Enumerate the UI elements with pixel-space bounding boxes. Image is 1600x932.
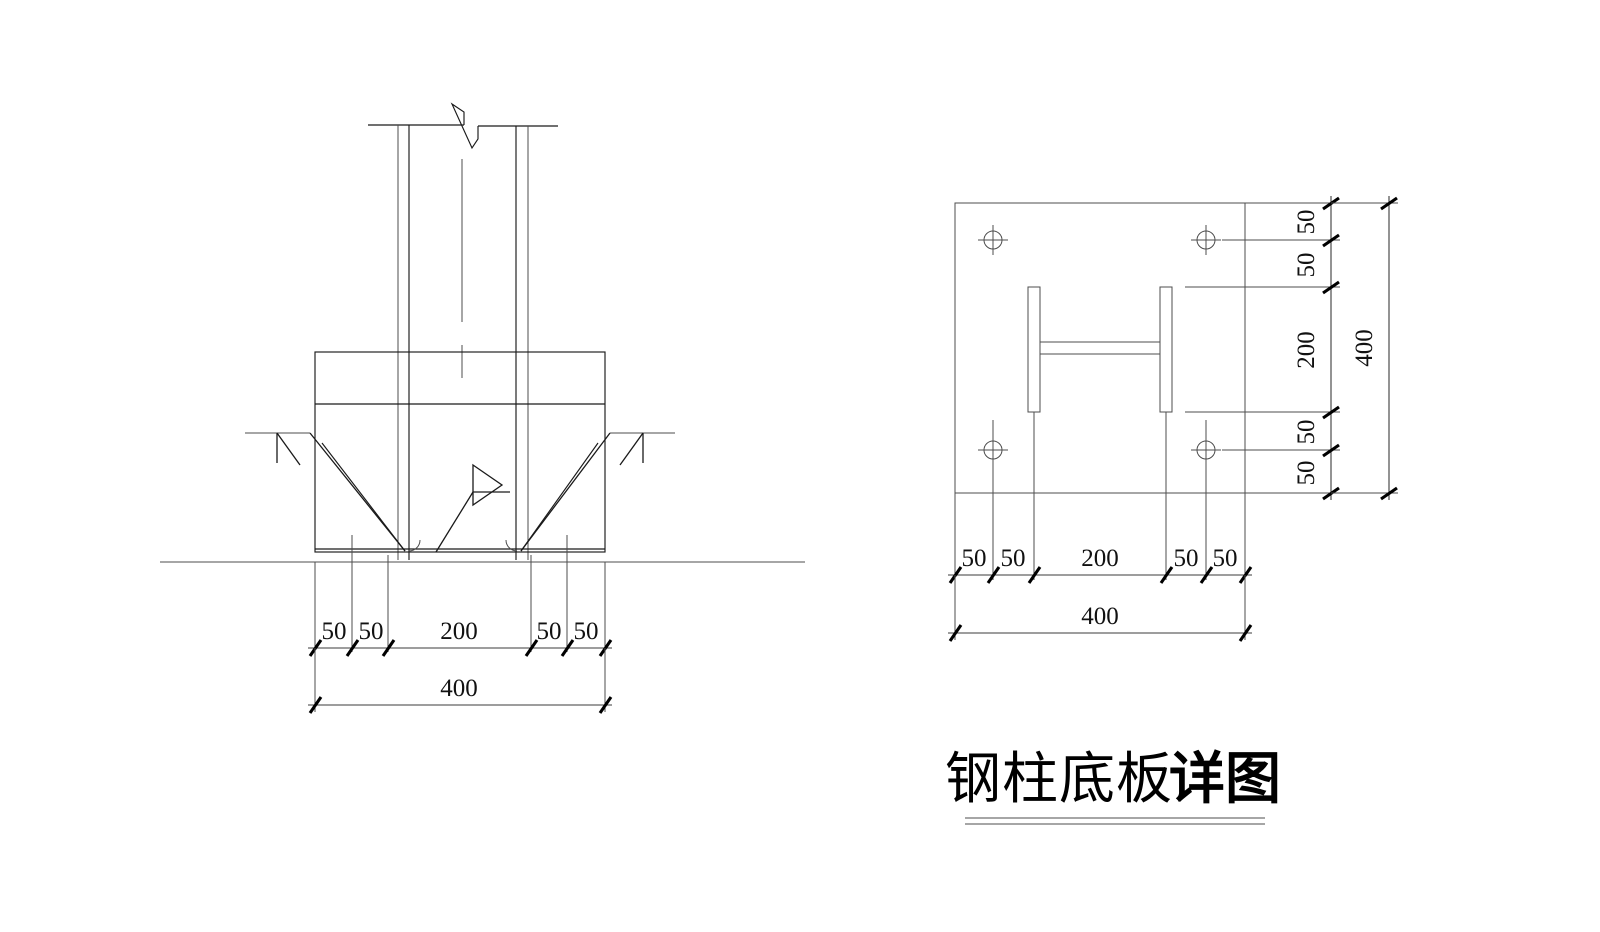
h-section-profile xyxy=(1027,286,1173,413)
elev-dim-seg-2: 50 xyxy=(359,618,384,645)
elev-dim-seg-5: 50 xyxy=(574,618,599,645)
elev-dim-seg-4: 50 xyxy=(537,618,562,645)
column-shaft xyxy=(368,102,558,560)
drawing-title-accent: 详图 xyxy=(1169,747,1281,812)
elev-dim-overall: 400 xyxy=(440,675,478,702)
base-block xyxy=(314,351,606,553)
elev-dim-seg-3: 200 xyxy=(440,618,478,645)
break-line-icon xyxy=(450,102,479,150)
drawing-title-block: 钢柱底板 详图 xyxy=(945,747,1281,825)
elevation-dimension-chain: 50 50 200 50 50 xyxy=(308,555,613,657)
weld-symbol-right xyxy=(520,432,675,552)
plan-vdim-seg-2: 50 xyxy=(1293,253,1320,278)
plan-vdim-overall: 400 xyxy=(1351,329,1378,367)
plan-hdim-seg-5: 50 xyxy=(1213,545,1238,572)
weld-symbol-center xyxy=(435,463,510,553)
base-plate-outline xyxy=(954,202,1246,494)
plan-hdim-seg-2: 50 xyxy=(1001,545,1026,572)
plan-hdim-seg-3: 200 xyxy=(1081,545,1119,572)
elevation-overall-dimension: 400 xyxy=(308,648,613,714)
plan-vdim-seg-3: 200 xyxy=(1293,331,1320,369)
plan-hdim-overall: 400 xyxy=(1081,603,1119,630)
plan-vdim-seg-5: 50 xyxy=(1293,461,1320,486)
elevation-view: 50 50 200 50 50 400 xyxy=(160,102,805,714)
bolt-hole-top-right xyxy=(1191,225,1221,255)
plan-vdim-seg-1: 50 xyxy=(1293,210,1320,235)
plan-vdim-seg-4: 50 xyxy=(1293,420,1320,445)
plan-vertical-dimension-chain: 50 50 200 50 50 xyxy=(1185,196,1340,501)
plate-marks xyxy=(351,535,568,580)
stiffener-plates xyxy=(321,442,599,552)
plan-view: 50 50 200 50 50 400 xyxy=(948,196,1398,642)
plan-horizontal-overall-dimension: 400 xyxy=(948,575,1253,642)
drawing-title-main: 钢柱底板 xyxy=(945,747,1173,812)
weld-symbol-left xyxy=(245,432,406,552)
elev-dim-seg-1: 50 xyxy=(322,618,347,645)
plan-hdim-seg-4: 50 xyxy=(1174,545,1199,572)
plan-hdim-seg-1: 50 xyxy=(962,545,987,572)
plan-vertical-overall-dimension: 400 xyxy=(1331,196,1398,501)
plan-horizontal-dimension-chain: 50 50 200 50 50 xyxy=(948,412,1253,584)
bolt-hole-top-left xyxy=(978,225,1008,255)
